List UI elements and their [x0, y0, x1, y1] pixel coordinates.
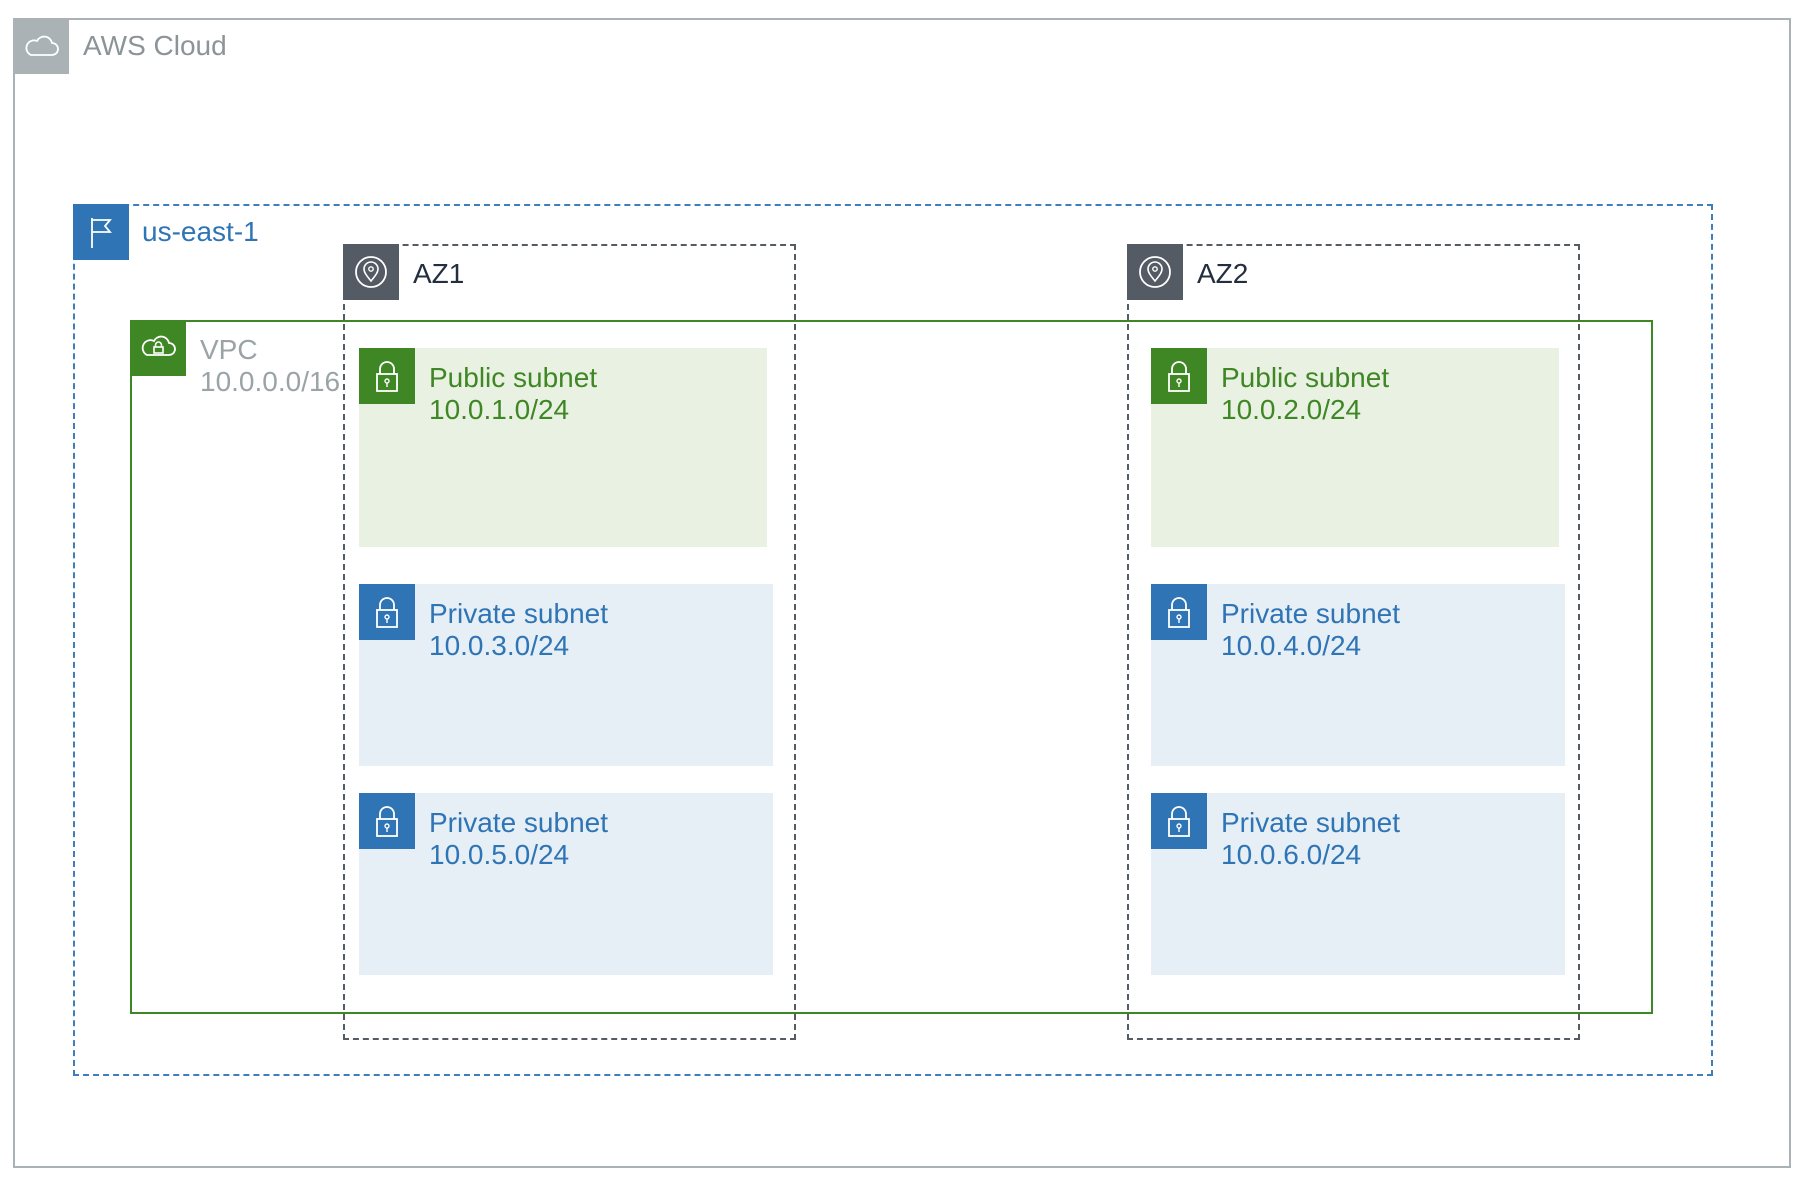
lock-icon: [359, 584, 415, 640]
subnet-cidr: 10.0.3.0/24: [429, 630, 570, 661]
subnet-cidr: 10.0.4.0/24: [1221, 630, 1362, 661]
aws-cloud-label: AWS Cloud: [83, 30, 227, 61]
lock-icon: [359, 793, 415, 849]
subnet-label: Private subnet: [429, 598, 608, 629]
private-subnet-az2-b: Private subnet 10.0.6.0/24: [1151, 793, 1565, 975]
vpc-name: VPC: [200, 334, 258, 365]
public-subnet-az1: Public subnet 10.0.1.0/24: [359, 348, 767, 547]
subnet-cidr: 10.0.5.0/24: [429, 839, 570, 870]
private-subnet-az2-a: Private subnet 10.0.4.0/24: [1151, 584, 1565, 766]
aws-cloud-group: [13, 18, 1791, 1168]
az2-label: AZ2: [1197, 258, 1249, 289]
lock-icon: [1151, 793, 1207, 849]
lock-icon: [1151, 348, 1207, 404]
subnet-label: Private subnet: [1221, 807, 1400, 838]
private-subnet-az1-a: Private subnet 10.0.3.0/24: [359, 584, 773, 766]
private-subnet-az1-b: Private subnet 10.0.5.0/24: [359, 793, 773, 975]
public-subnet-az2: Public subnet 10.0.2.0/24: [1151, 348, 1559, 547]
subnet-cidr: 10.0.2.0/24: [1221, 394, 1362, 425]
availability-zone-2: [1127, 244, 1580, 1040]
subnet-cidr: 10.0.6.0/24: [1221, 839, 1362, 870]
subnet-cidr: 10.0.1.0/24: [429, 394, 570, 425]
lock-icon: [1151, 584, 1207, 640]
az1-label: AZ1: [413, 258, 465, 289]
subnet-label: Private subnet: [1221, 598, 1400, 629]
cloud-icon: [13, 18, 69, 74]
region-group: [73, 204, 1713, 1076]
subnet-label: Public subnet: [429, 362, 598, 393]
subnet-label: Private subnet: [429, 807, 608, 838]
vpc-cidr: 10.0.0.0/16: [200, 366, 341, 397]
region-label: us-east-1: [142, 216, 259, 247]
vpc-group: [130, 320, 1653, 1014]
lock-icon: [359, 348, 415, 404]
subnet-label: Public subnet: [1221, 362, 1390, 393]
flag-icon: [73, 204, 129, 260]
vpc-cloud-lock-icon: [130, 320, 186, 376]
vpc-label: VPC 10.0.0.0/16: [200, 334, 340, 398]
location-pin-icon: [1127, 244, 1183, 300]
location-pin-icon: [343, 244, 399, 300]
availability-zone-1: [343, 244, 796, 1040]
